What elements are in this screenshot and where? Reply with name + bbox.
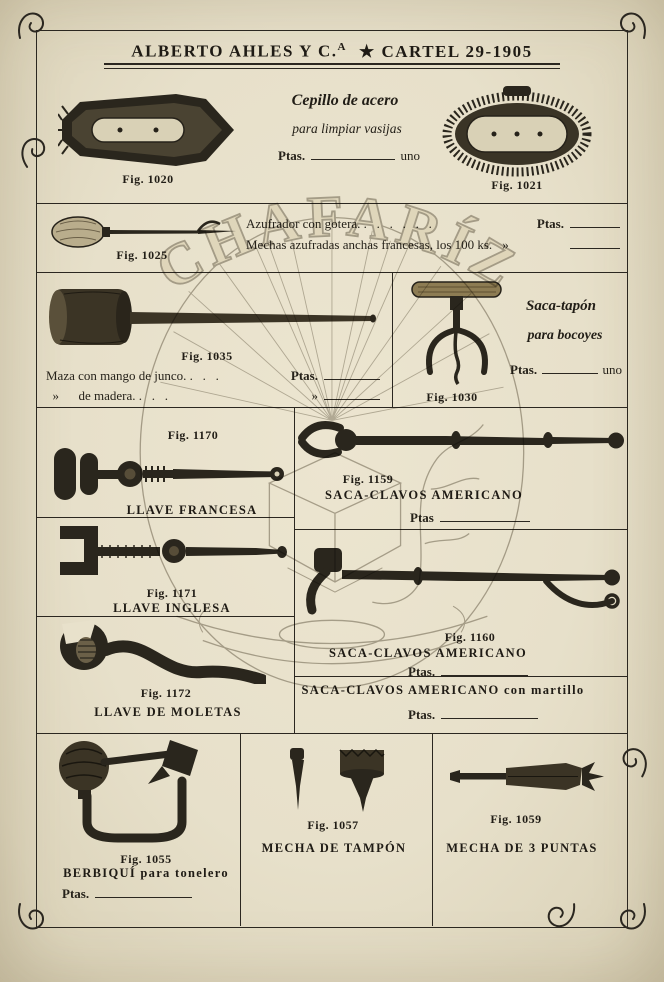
price-label: Ptas. [510, 362, 538, 377]
item-text: Mechas azufradas anchas francesas, los 1… [246, 237, 493, 252]
product-subtitle: para bocoyes [527, 328, 603, 343]
figure-caption: Fig. 1159 [342, 472, 394, 486]
price-blank-line [570, 235, 620, 249]
price-row: Ptas. [408, 705, 538, 723]
tool-label: BERBIQUÍ para tonelero [63, 866, 229, 880]
price-unit: uno [400, 148, 421, 163]
column-divider [294, 407, 295, 733]
tool-label: SACA-CLAVOS AMERICANO [328, 646, 528, 660]
corner-flourish-icon [616, 8, 650, 42]
item-text: Maza con mango de junco. . . . [46, 368, 219, 383]
price-blank-line [95, 884, 192, 898]
fig-1057-mecha-tampon-illustration [270, 746, 408, 814]
azufrador-line1: Azufrador con gotera. . . . . . . Ptas. [246, 214, 620, 232]
publisher-name: ALBERTO AHLES Y C. [131, 41, 338, 61]
maza-line2: » de madera. . . . » [46, 386, 380, 404]
fig-1020-steel-brush-illustration [58, 86, 238, 174]
tool-label: LLAVE FRANCESA [126, 503, 258, 517]
figure-caption: Fig. 1172 [140, 686, 192, 700]
price-blank-line [311, 146, 395, 160]
maza-line1: Maza con mango de junco. . . . Ptas. [46, 366, 380, 384]
tool-label: MECHA DE 3 PUNTAS [446, 841, 598, 855]
edge-flourish-icon [11, 129, 55, 173]
price-blank-line [542, 360, 598, 374]
corner-flourish-icon [14, 8, 48, 42]
product-title: Cepillo de acero [291, 92, 399, 109]
header-rule-thick [104, 63, 560, 65]
column-divider [432, 733, 433, 926]
column-divider [392, 272, 393, 407]
price-label: Ptas [410, 510, 434, 525]
figure-caption: Fig. 1171 [146, 586, 198, 600]
publisher-sup: A [337, 41, 347, 53]
price-label: Ptas. [62, 886, 90, 901]
catalog-number: ★ CARTEL 29-1905 [358, 41, 533, 61]
section-divider [36, 272, 628, 273]
fig-1055-berbiqui-illustration [54, 736, 226, 848]
tool-label: SACA-CLAVOS AMERICANO con martillo [301, 683, 585, 697]
tool-label: SACA-CLAVOS AMERICANO [324, 488, 524, 502]
corner-flourish-icon [616, 900, 650, 934]
page-title: ALBERTO AHLES Y C.A ★ CARTEL 29-1905 [36, 41, 628, 62]
tool-label: MECHA DE TAMPÓN [261, 841, 407, 855]
section-divider [36, 733, 628, 734]
item-text: Azufrador con gotera. . . . . . . [246, 216, 432, 231]
price-blank-line [441, 662, 528, 676]
fig-1170-llave-francesa-illustration [50, 444, 288, 504]
fig-1030-sacatapon-illustration [404, 280, 509, 388]
price-label: Ptas. [536, 216, 564, 231]
price-blank-line [324, 366, 380, 380]
price-row: Ptas. [408, 662, 528, 680]
figure-caption: Fig. 1057 [307, 818, 359, 832]
price-label: Ptas. [290, 368, 318, 383]
price-ditto: » [502, 237, 509, 252]
cell-divider [294, 529, 628, 530]
price-blank-line [439, 508, 530, 522]
corner-flourish-icon [14, 900, 48, 934]
azufrador-line2: Mechas azufradas anchas francesas, los 1… [246, 235, 620, 253]
page-frame [36, 30, 628, 928]
figure-caption: Fig. 1035 [181, 349, 233, 363]
fig-1172-llave-de-moletas-illustration [44, 618, 266, 684]
section-divider [36, 407, 628, 408]
price-row: Ptas [410, 508, 530, 526]
figure-caption: Fig. 1030 [426, 390, 478, 404]
fig-1171-llave-inglesa-illustration [56, 522, 288, 582]
price-ditto: » [311, 388, 319, 403]
header-rule-thin [104, 68, 560, 69]
product-subtitle: para limpiar vasijas [292, 121, 402, 136]
figure-caption: Fig. 1055 [120, 852, 172, 866]
cell-divider [36, 616, 294, 617]
figure-caption: Fig. 1021 [491, 178, 543, 192]
price-blank-line [441, 705, 538, 719]
price-blank-line [570, 214, 620, 228]
edge-flourish-icon [541, 895, 580, 934]
price-label: Ptas. [408, 664, 436, 679]
tool-label: LLAVE INGLESA [113, 601, 231, 615]
figure-caption: Fig. 1160 [444, 630, 496, 644]
product-title: Saca-tapón [525, 298, 596, 314]
tool-label: LLAVE DE MOLETAS [94, 705, 242, 719]
figure-caption: Fig. 1020 [122, 172, 174, 186]
sacatapon-price-row: Ptas. uno [510, 360, 622, 378]
price-label: Ptas. [408, 707, 436, 722]
figure-caption: Fig. 1170 [167, 428, 219, 442]
brush-price-row: Ptas. uno [278, 146, 420, 164]
price-blank-line [324, 386, 380, 400]
fig-1035-maza-illustration [44, 286, 378, 350]
fig-1160-saca-clavos-illustration [298, 544, 624, 628]
edge-flourish-icon [614, 740, 656, 782]
price-label: Ptas. [278, 148, 306, 163]
fig-1159-saca-clavos-illustration [296, 414, 624, 470]
price-unit: uno [602, 362, 623, 377]
item-text: » de madera. . . . [46, 388, 169, 403]
fig-1059-mecha-3-puntas-illustration [448, 756, 606, 800]
figure-caption: Fig. 1025 [116, 248, 168, 262]
figure-caption: Fig. 1059 [490, 812, 542, 826]
fig-1021-steel-brush-illustration [437, 84, 597, 179]
section-divider [36, 203, 628, 204]
price-row: Ptas. [62, 884, 192, 902]
column-divider [240, 733, 241, 926]
